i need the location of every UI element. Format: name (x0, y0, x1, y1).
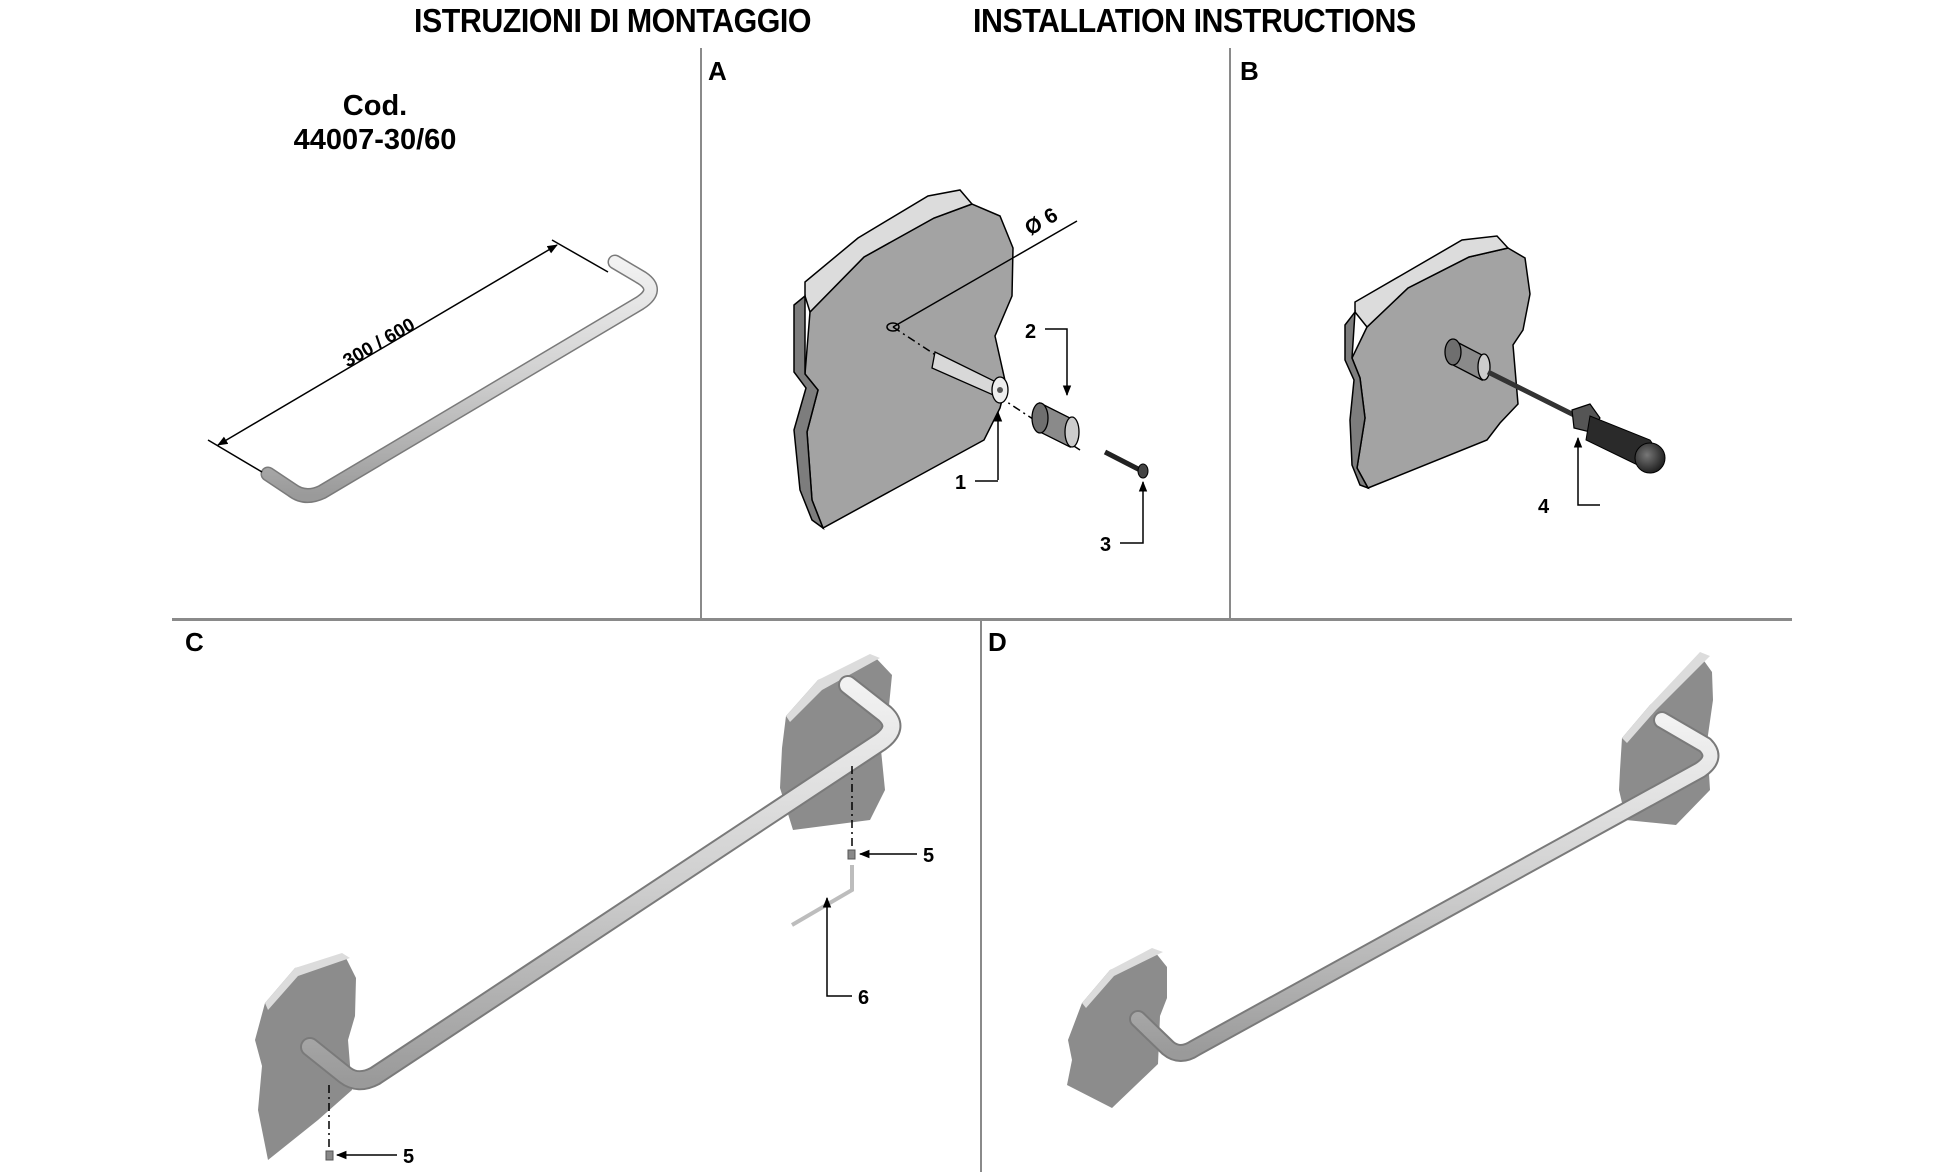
panel-a-illustration: Ø 6 1 2 3 (793, 189, 1149, 556)
screw-icon (1103, 449, 1149, 479)
panel-label-b: B (1240, 56, 1259, 86)
towel-bar (1129, 711, 1720, 1062)
panel-c-illustration: 5 5 6 (255, 654, 934, 1168)
product-code-value: 44007-30/60 (293, 124, 457, 156)
panel-d-illustration (1067, 652, 1720, 1108)
title-english: INSTALLATION INSTRUCTIONS (973, 2, 1416, 39)
callout-4: 4 (1538, 496, 1550, 518)
overview-towel-bar: 300 / 600 (207, 239, 658, 503)
diameter-label: Ø 6 (1021, 203, 1062, 240)
grub-screw-icon (847, 849, 856, 860)
wall-plate (793, 189, 1014, 531)
title-italian: ISTRUZIONI DI MONTAGGIO (414, 2, 812, 39)
callout-3: 3 (1100, 534, 1111, 556)
callout-1: 1 (955, 472, 966, 494)
drill-hole (886, 322, 900, 332)
callout-6: 6 (858, 987, 869, 1009)
cylinder-mount-icon (1444, 338, 1491, 382)
divider-a (700, 48, 702, 620)
callout-2: 2 (1025, 321, 1036, 343)
screwdriver-icon (1486, 369, 1666, 474)
towel-bar (300, 675, 902, 1091)
panel-label-c: C (185, 627, 204, 657)
panel-b-illustration: 4 (1344, 235, 1666, 518)
callout-5-bottom: 5 (403, 1146, 414, 1168)
grub-screw-icon (325, 1150, 334, 1161)
wall-plate-left (1067, 948, 1167, 1108)
callout-5-top: 5 (923, 845, 934, 867)
hex-key-icon (790, 865, 854, 927)
wall-anchor-icon (931, 351, 1009, 404)
wall-plate (1344, 235, 1531, 490)
wall-plate-left (255, 953, 356, 1160)
divider-cd (980, 619, 982, 1172)
dimension-line (217, 244, 558, 446)
panel-label-a: A (708, 56, 727, 86)
divider-b (1229, 48, 1231, 620)
cylinder-mount-icon (1031, 401, 1080, 449)
panel-label-d: D (988, 627, 1007, 657)
dimension-label: 300 / 600 (340, 314, 419, 372)
divider-horizontal (172, 618, 1792, 621)
product-code-label: Cod. (342, 90, 408, 122)
